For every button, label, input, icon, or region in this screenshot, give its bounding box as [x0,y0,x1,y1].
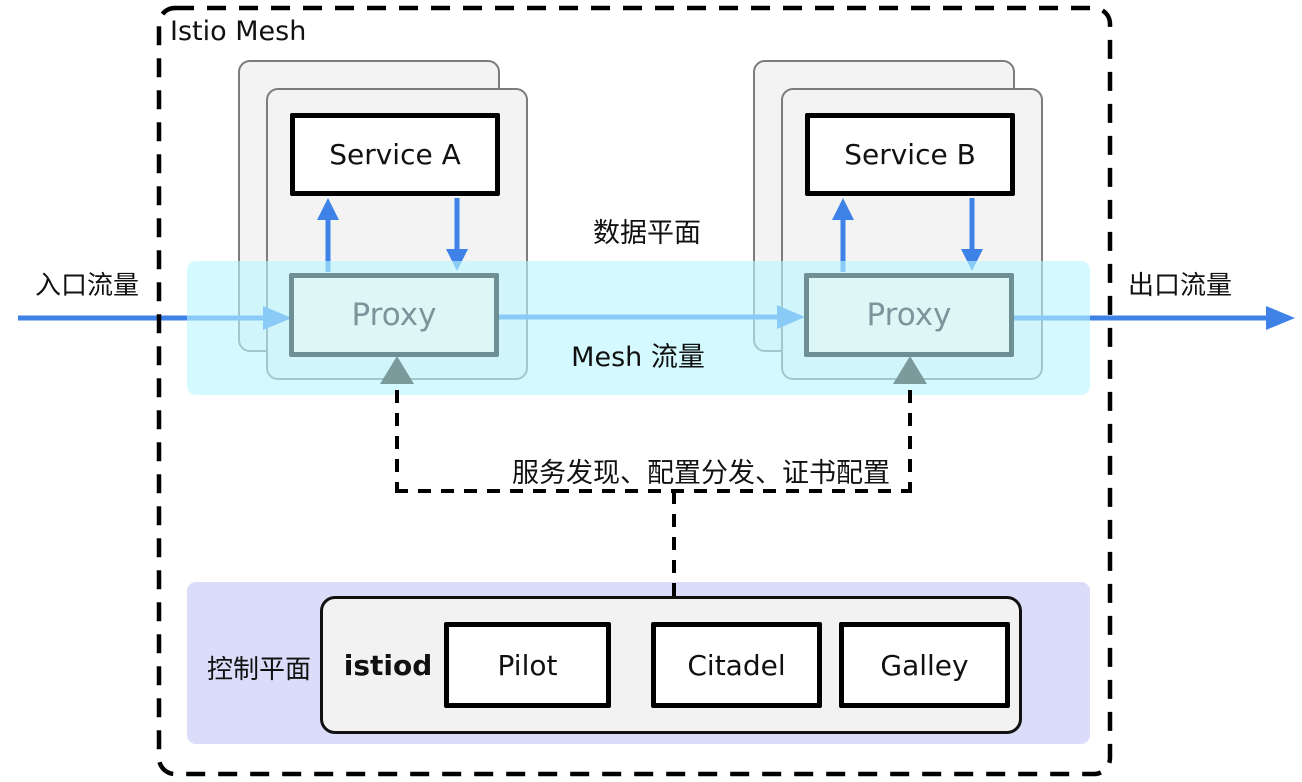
service-a-label: Service A [329,138,461,171]
mesh-traffic-label: Mesh 流量 [571,342,705,373]
proxy-a-label: Proxy [351,297,437,333]
pilot-label: Pilot [497,648,558,682]
galley-box: Galley [839,622,1010,708]
proxy-a-box: Proxy [289,273,499,357]
service-b-label: Service B [844,138,976,171]
istiod-label: istiod [343,649,433,682]
control-link-label: 服务发现、配置分发、证书配置 [512,458,890,489]
pilot-box: Pilot [444,622,611,708]
ingress-label: 入口流量 [34,271,139,301]
proxy-b-box: Proxy [804,273,1014,357]
citadel-label: Citadel [687,648,786,682]
service-a-box: Service A [290,113,500,196]
proxy-b-label: Proxy [866,297,952,333]
galley-label: Galley [880,648,969,682]
egress-label: 出口流量 [1127,271,1232,301]
data-plane-label: 数据平面 [593,218,701,249]
citadel-box: Citadel [651,622,822,708]
diagram-title: Istio Mesh [170,16,307,47]
control-plane-label: 控制平面 [206,655,311,685]
egress-arrowhead-icon [1266,306,1295,330]
service-b-box: Service B [805,113,1015,196]
